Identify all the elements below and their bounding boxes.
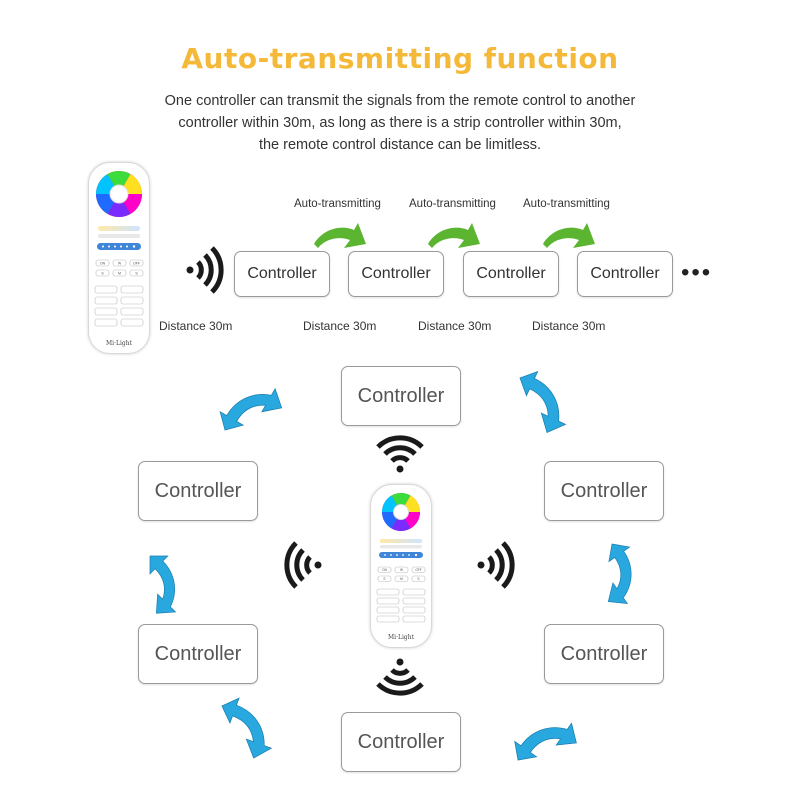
- circle-controller-upper-left: Controller: [138, 461, 258, 521]
- circle-controller-upper-right: Controller: [544, 461, 664, 521]
- bidirectional-arrow-icon: [506, 702, 585, 783]
- remote-btn-s1: S: [101, 272, 104, 276]
- bidirectional-arrow-icon: [503, 365, 582, 439]
- remote-btn-s2: S: [417, 577, 419, 581]
- description-line-1: One controller can transmit the signals …: [164, 93, 636, 109]
- remote-btn-off: OFF: [133, 262, 140, 266]
- signal-wave-left-icon: [287, 543, 322, 587]
- bidirectional-arrow-icon: [213, 370, 289, 450]
- remote-face: ON W OFF S M S: [376, 492, 426, 623]
- description-line-2: controller within 30m, as long as there …: [178, 115, 622, 131]
- distance-label-3: Distance 30m: [418, 319, 492, 333]
- auto-transmitting-label-1: Auto-transmitting: [294, 198, 381, 210]
- signal-wave-down-icon: [378, 659, 422, 694]
- remote-btn-w: W: [118, 262, 122, 266]
- color-wheel: [381, 492, 421, 532]
- green-arrow-icon: [314, 223, 366, 248]
- chain-controller-3: Controller: [463, 251, 559, 297]
- chain-controller-4: Controller: [577, 251, 673, 297]
- chain-controller-2: Controller: [348, 251, 444, 297]
- remote-btn-m: M: [118, 272, 121, 276]
- distance-label-4: Distance 30m: [532, 319, 606, 333]
- remote-btn-on: ON: [382, 568, 387, 572]
- remote-btn-m: M: [400, 577, 403, 581]
- circle-controller-bottom: Controller: [341, 712, 461, 772]
- bidirectional-arrow-icon: [582, 536, 656, 613]
- remote-btn-on: ON: [100, 262, 106, 266]
- remote-control-center: ON W OFF S M S Mi·Light: [370, 484, 432, 648]
- bidirectional-arrow-icon: [208, 693, 285, 763]
- auto-transmitting-label-2: Auto-transmitting: [409, 198, 496, 210]
- auto-transmitting-label-3: Auto-transmitting: [523, 198, 610, 210]
- signal-wave-up-icon: [378, 438, 422, 473]
- remote-btn-s2: S: [135, 272, 138, 276]
- green-arrow-icon: [428, 223, 480, 248]
- circle-controller-lower-left: Controller: [138, 624, 258, 684]
- more-ellipsis: •••: [681, 259, 713, 286]
- chain-controller-1: Controller: [234, 251, 330, 297]
- remote-brand: Mi·Light: [106, 340, 132, 347]
- green-arrow-icon: [543, 223, 595, 248]
- remote-brand: Mi·Light: [388, 634, 414, 641]
- distance-label-2: Distance 30m: [303, 319, 377, 333]
- distance-label-1: Distance 30m: [159, 319, 233, 333]
- description-line-3: the remote control distance can be limit…: [258, 137, 542, 153]
- description: One controller can transmit the signals …: [0, 90, 800, 156]
- remote-control-top: ON W OFF S M S Mi·Light: [88, 162, 150, 354]
- remote-face: ON W OFF S M S: [94, 171, 144, 327]
- remote-btn-off: OFF: [415, 568, 421, 572]
- remote-btn-s1: S: [383, 577, 385, 581]
- color-wheel: [96, 171, 142, 217]
- page-title: Auto-transmitting function: [181, 42, 619, 75]
- circle-controller-lower-right: Controller: [544, 624, 664, 684]
- remote-btn-w: W: [400, 568, 403, 572]
- signal-wave-icon: [187, 248, 222, 292]
- signal-wave-right-icon: [478, 543, 513, 587]
- bidirectional-arrow-icon: [124, 546, 200, 623]
- circle-controller-top: Controller: [341, 366, 461, 426]
